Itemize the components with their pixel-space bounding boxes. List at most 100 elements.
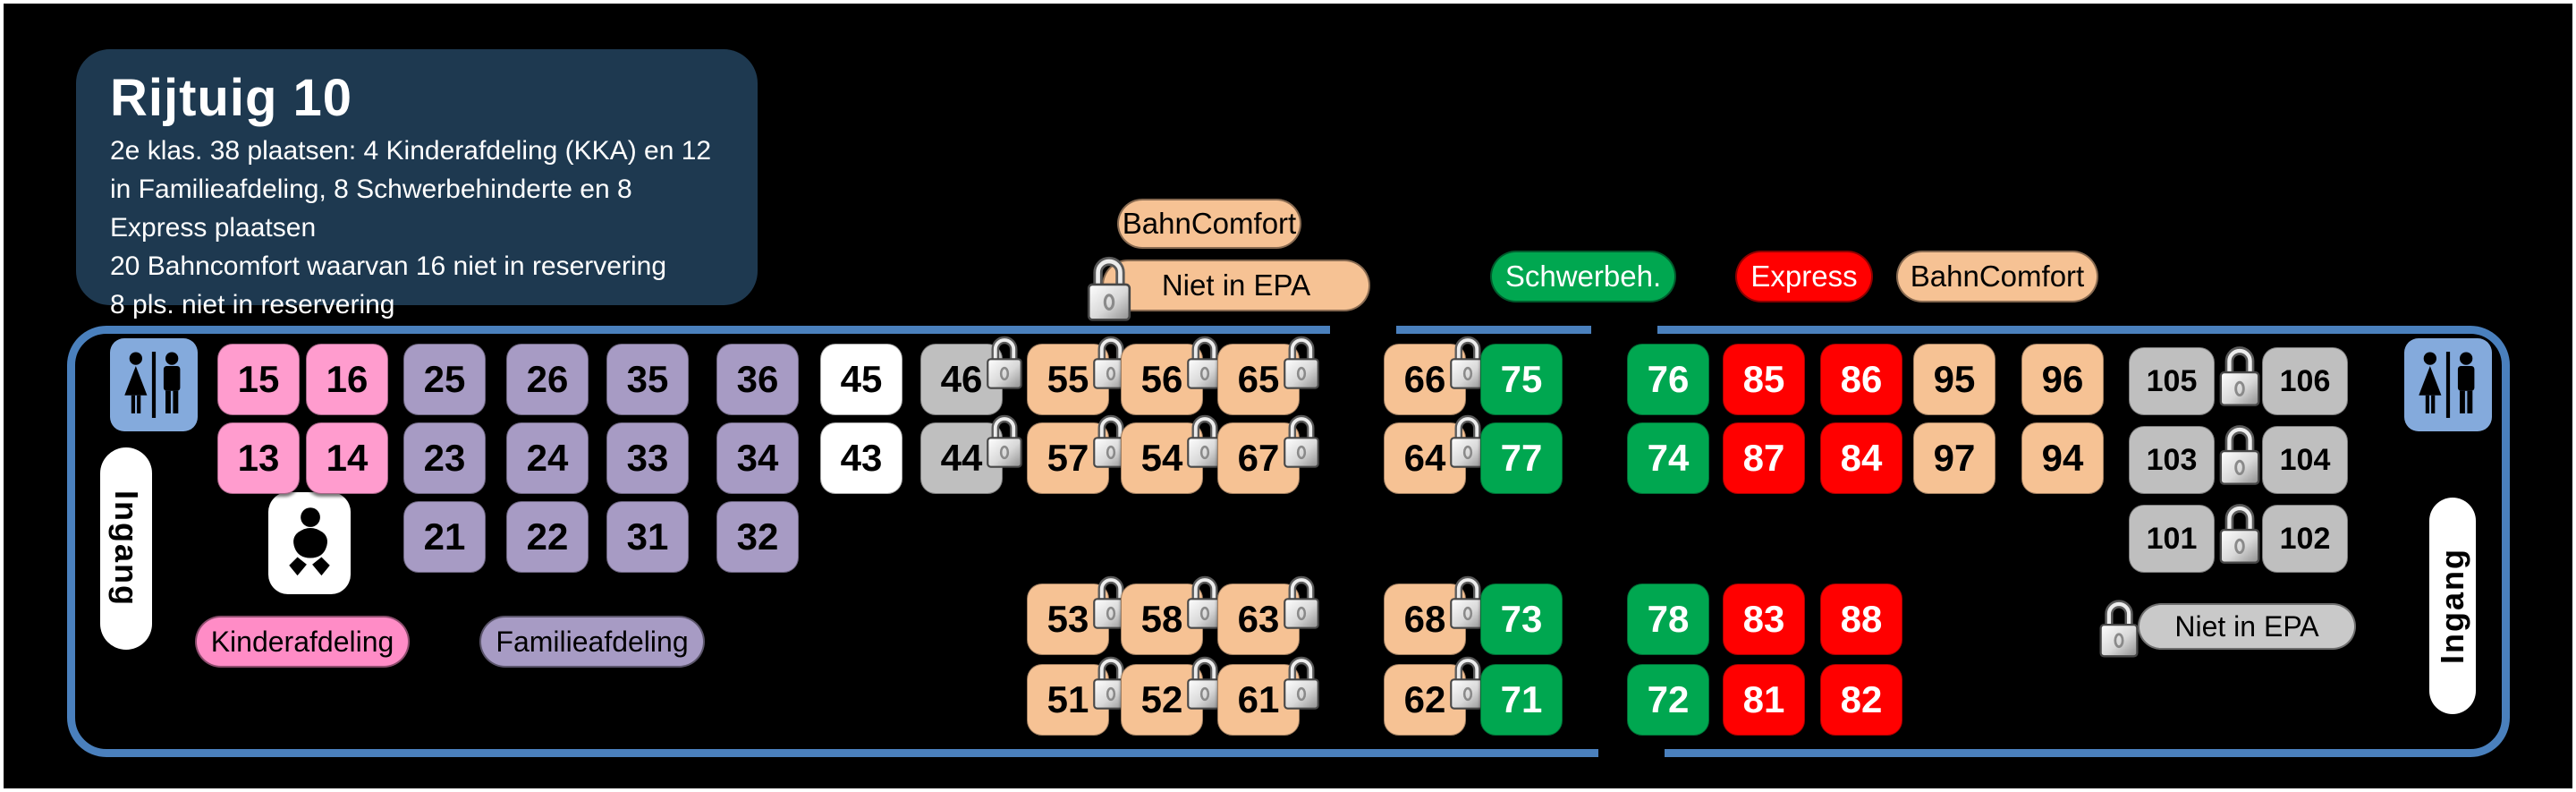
carriage-description-line: 2e klas. 38 plaatsen: 4 Kinderafdeling (…	[110, 136, 712, 166]
seat-64[interactable]: 64	[1384, 414, 1486, 494]
baby-care-icon	[268, 492, 351, 594]
seat-58[interactable]: 58	[1121, 575, 1223, 655]
seat-43[interactable]: 43	[820, 422, 902, 494]
seat-78[interactable]: 78	[1627, 583, 1709, 655]
legend-schwerbeh-label: Schwerbeh.	[1504, 260, 1662, 293]
seat-65[interactable]: 65	[1217, 336, 1319, 415]
seat-16[interactable]: 16	[306, 344, 388, 415]
seat-95[interactable]: 95	[1913, 344, 1996, 415]
lock-icon	[2216, 417, 2263, 489]
seat-71[interactable]: 71	[1480, 664, 1563, 736]
seat-105[interactable]: 105	[2129, 347, 2215, 415]
lock-icon	[1447, 330, 1488, 391]
entrance-right: Ingang	[2429, 498, 2476, 714]
label-kinderafdeling: Kinderafdeling	[195, 616, 410, 668]
label-niet-in-epa-gray-text: Niet in EPA	[2174, 609, 2319, 643]
seat-52[interactable]: 52	[1121, 656, 1223, 736]
seat-66[interactable]: 66	[1384, 336, 1486, 415]
carriage-description: 2e klas. 38 plaatsen: 4 Kinderafdeling (…	[110, 132, 724, 324]
seat-55[interactable]: 55	[1027, 336, 1129, 415]
entrance-right-label: Ingang	[2434, 548, 2470, 664]
legend-bahncomfort-right: BahnComfort	[1896, 251, 2098, 302]
wc-icon	[2404, 338, 2492, 431]
seat-13[interactable]: 13	[217, 422, 300, 494]
wc-icon	[110, 338, 198, 431]
label-familieafdeling: Familieafdeling	[479, 616, 705, 668]
lock-icon	[1090, 651, 1131, 711]
seat-46[interactable]: 46	[920, 336, 1022, 415]
seat-56[interactable]: 56	[1121, 336, 1223, 415]
legend-bahncomfort-right-label: BahnComfort	[1910, 260, 2085, 293]
seat-72[interactable]: 72	[1627, 664, 1709, 736]
seat-82[interactable]: 82	[1820, 664, 1902, 736]
seat-45[interactable]: 45	[820, 344, 902, 415]
seat-14[interactable]: 14	[306, 422, 388, 494]
seat-68[interactable]: 68	[1384, 575, 1486, 655]
seat-101[interactable]: 101	[2129, 505, 2215, 573]
seat-61[interactable]: 61	[1217, 656, 1319, 736]
seat-44[interactable]: 44	[920, 414, 1022, 494]
door-gap-bottom	[1598, 743, 1665, 759]
lock-icon	[1084, 249, 1134, 324]
carriage-description-line: in Familieafdeling, 8 Schwerbehinderte e…	[110, 175, 632, 204]
seat-77[interactable]: 77	[1480, 422, 1563, 494]
seat-74[interactable]: 74	[1627, 422, 1709, 494]
carriage-outline	[67, 326, 2510, 757]
seat-62[interactable]: 62	[1384, 656, 1486, 736]
seat-32[interactable]: 32	[716, 501, 799, 573]
lock-icon	[984, 409, 1025, 470]
seat-21[interactable]: 21	[403, 501, 486, 573]
lock-icon	[1281, 651, 1322, 711]
seat-25[interactable]: 25	[403, 344, 486, 415]
lock-icon	[1447, 409, 1488, 470]
lock-icon	[2216, 338, 2263, 410]
seat-94[interactable]: 94	[2021, 422, 2104, 494]
seat-97[interactable]: 97	[1913, 422, 1996, 494]
seat-51[interactable]: 51	[1027, 656, 1129, 736]
seat-102[interactable]: 102	[2262, 505, 2348, 573]
carriage-info-box: Rijtuig 10 2e klas. 38 plaatsen: 4 Kinde…	[76, 49, 758, 319]
seat-33[interactable]: 33	[606, 422, 689, 494]
seat-23[interactable]: 23	[403, 422, 486, 494]
legend-schwerbeh: Schwerbeh.	[1490, 251, 1676, 302]
seat-106[interactable]: 106	[2262, 347, 2348, 415]
seat-81[interactable]: 81	[1723, 664, 1805, 736]
seat-104[interactable]: 104	[2262, 426, 2348, 494]
seat-85[interactable]: 85	[1723, 344, 1805, 415]
seat-24[interactable]: 24	[506, 422, 589, 494]
label-kinderafdeling-text: Kinderafdeling	[210, 625, 394, 658]
seat-84[interactable]: 84	[1820, 422, 1902, 494]
seat-63[interactable]: 63	[1217, 575, 1319, 655]
seat-36[interactable]: 36	[716, 344, 799, 415]
seat-15[interactable]: 15	[217, 344, 300, 415]
seat-73[interactable]: 73	[1480, 583, 1563, 655]
lock-icon	[2097, 592, 2141, 660]
carriage-description-line: 8 pls. niet in reservering	[110, 290, 395, 319]
lock-icon	[1090, 409, 1131, 470]
seat-34[interactable]: 34	[716, 422, 799, 494]
carriage-title: Rijtuig 10	[110, 69, 353, 127]
seat-96[interactable]: 96	[2021, 344, 2104, 415]
lock-icon	[2216, 496, 2263, 567]
seat-87[interactable]: 87	[1723, 422, 1805, 494]
seat-88[interactable]: 88	[1820, 583, 1902, 655]
seat-57[interactable]: 57	[1027, 414, 1129, 494]
seat-31[interactable]: 31	[606, 501, 689, 573]
seat-76[interactable]: 76	[1627, 344, 1709, 415]
seat-86[interactable]: 86	[1820, 344, 1902, 415]
lock-icon	[1281, 409, 1322, 470]
seat-75[interactable]: 75	[1480, 344, 1563, 415]
door-gap-top-1	[1330, 320, 1396, 336]
seat-67[interactable]: 67	[1217, 414, 1319, 494]
seat-83[interactable]: 83	[1723, 583, 1805, 655]
seat-54[interactable]: 54	[1121, 414, 1223, 494]
lock-icon	[1184, 409, 1225, 470]
seat-35[interactable]: 35	[606, 344, 689, 415]
lock-icon	[1090, 330, 1131, 391]
seat-22[interactable]: 22	[506, 501, 589, 573]
seat-103[interactable]: 103	[2129, 426, 2215, 494]
lock-icon	[984, 330, 1025, 391]
seat-53[interactable]: 53	[1027, 575, 1129, 655]
seat-26[interactable]: 26	[506, 344, 589, 415]
lock-icon	[1281, 330, 1322, 391]
